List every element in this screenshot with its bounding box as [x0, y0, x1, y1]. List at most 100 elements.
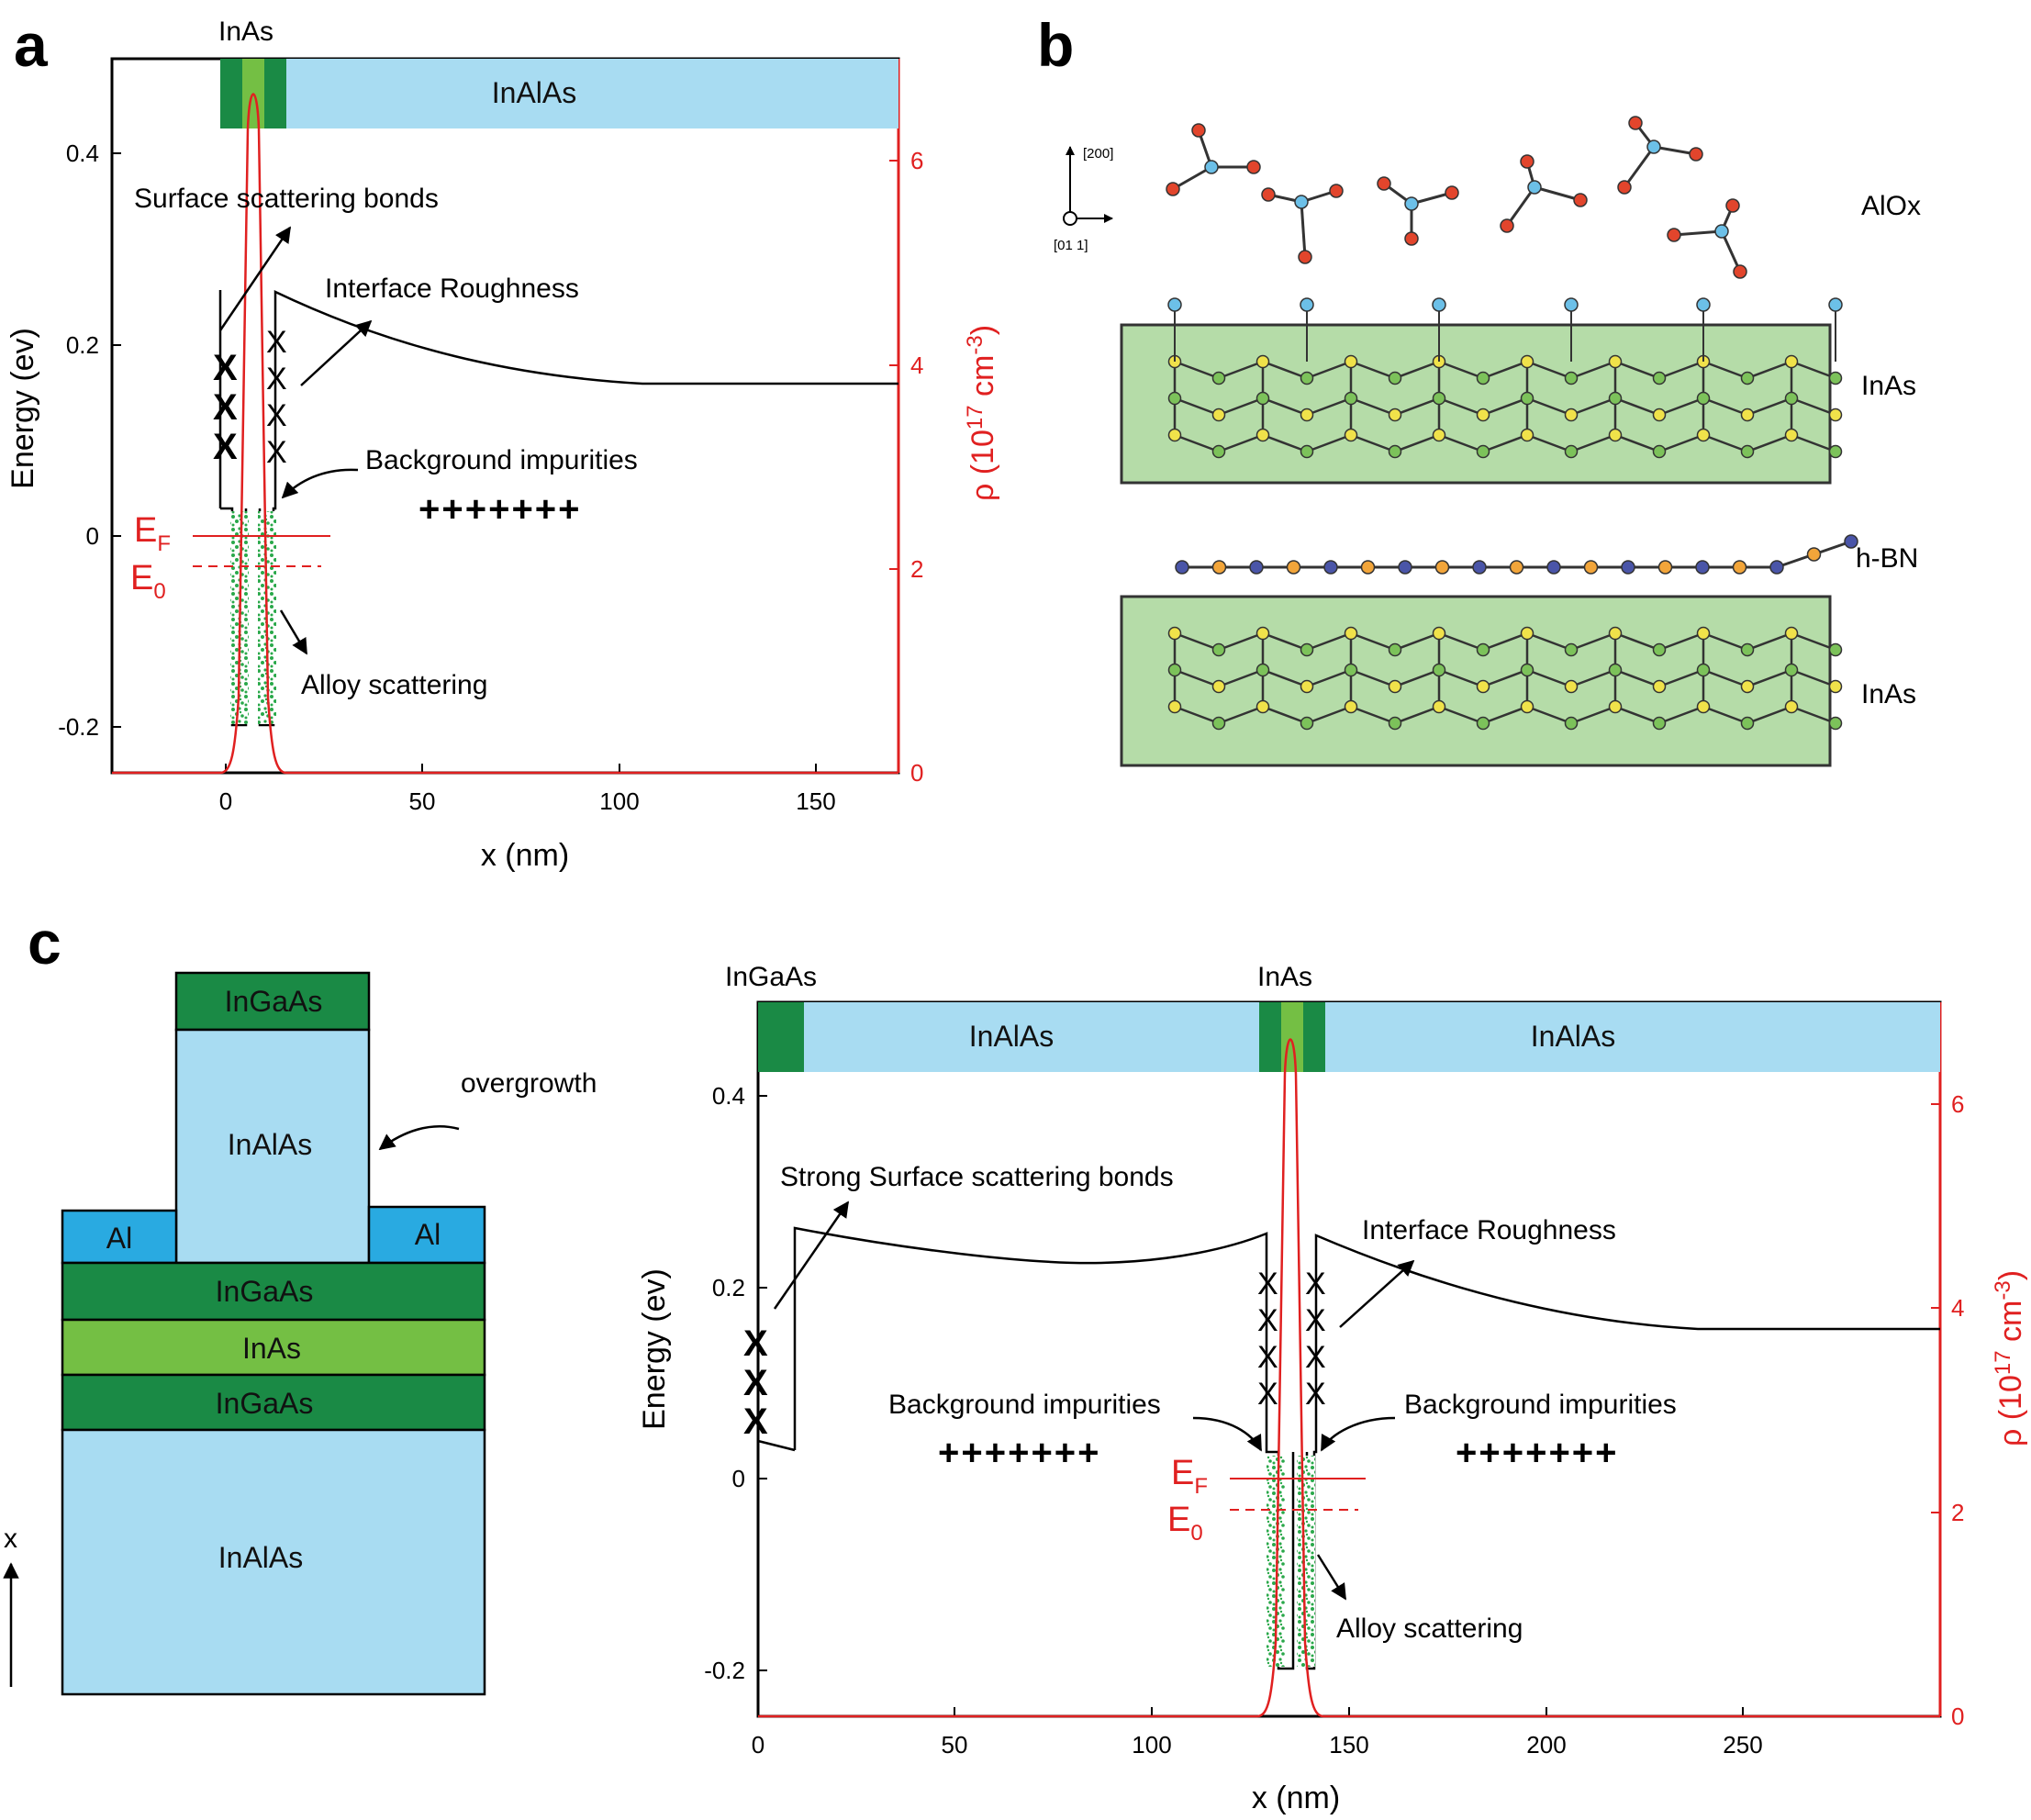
lattice-bond [1174, 433, 1220, 453]
lattice-bond [1570, 396, 1616, 417]
surface-scattering-label: Surface scattering bonds [134, 184, 439, 214]
xtick-label: 50 [942, 1731, 968, 1759]
lattice-atom [1608, 354, 1623, 369]
lattice-bond [1791, 668, 1836, 688]
oxygen-atom [1377, 176, 1391, 191]
ytick-label: -0.2 [58, 713, 99, 741]
hbn-atom [1806, 547, 1822, 562]
xtick-label: 150 [796, 787, 835, 815]
density-curve [758, 1038, 1940, 1718]
svg-text:X: X [213, 427, 238, 467]
inas-top-slab [1120, 323, 1832, 485]
lattice-atom [1520, 626, 1534, 641]
lattice-atom [1255, 663, 1270, 677]
x-ticks: 0 50 100 150 [219, 764, 836, 815]
lattice-bond [1614, 705, 1660, 725]
lattice-atom [1828, 444, 1843, 459]
lattice-atom [1432, 699, 1446, 714]
lattice-bond [1306, 668, 1352, 688]
lattice-bond [1350, 631, 1396, 652]
lattice-atom [1300, 444, 1314, 459]
inas-bottom-slab [1120, 595, 1832, 767]
hbn-atom [1509, 560, 1524, 575]
lattice-atom [1211, 408, 1226, 422]
lattice-bond [1262, 705, 1308, 725]
lattice-atom [1300, 679, 1314, 694]
lattice-atom [1784, 626, 1799, 641]
lattice-atom [1255, 391, 1270, 406]
impurity-plus-signs: +++++++ [418, 489, 582, 530]
lattice-atom [1740, 444, 1755, 459]
hbn-atom [1657, 560, 1673, 575]
band-edge-right [258, 290, 898, 727]
lattice-bond [1658, 396, 1704, 417]
x-axis-title: x (nm) [481, 838, 569, 873]
svg-text:X: X [1305, 1377, 1326, 1412]
oxygen-atom [1445, 185, 1459, 200]
hbn-label: h-BN [1856, 543, 1918, 574]
lattice-bond [1306, 433, 1352, 453]
lattice-atom [1255, 699, 1270, 714]
substrate-inalas [61, 1428, 486, 1696]
device-stack: InGaAs InAlAs Al Al InGaAs InAs InGaAs I… [3, 971, 597, 1696]
lattice-bond [1482, 433, 1528, 453]
lattice-atom [1300, 716, 1314, 731]
lattice-atom [1608, 391, 1623, 406]
y2tick-label: 0 [910, 759, 923, 787]
alox-bond [1534, 185, 1581, 202]
lattice-bond [1174, 396, 1220, 417]
layer1-label: InGaAs [216, 1275, 314, 1308]
layer3-label: InGaAs [216, 1387, 314, 1420]
oxygen-atom [1191, 123, 1206, 138]
svg-text:X: X [266, 362, 287, 396]
lattice-atom [1740, 371, 1755, 385]
lattice-bond [1746, 705, 1792, 725]
lattice-bond [1350, 396, 1396, 417]
lattice-bond [1614, 631, 1660, 652]
lattice-bond [1526, 396, 1572, 417]
xtick-label: 250 [1723, 1731, 1762, 1759]
ingaas-layer [758, 1002, 804, 1072]
alloy-arrow [1316, 1554, 1347, 1601]
xtick-label: 0 [752, 1731, 764, 1759]
lattice-bond [1262, 668, 1308, 688]
svg-text:X: X [743, 1363, 768, 1403]
lattice-bond [1438, 433, 1484, 453]
lattice-atom [1520, 354, 1534, 369]
fermi-level-label: EF [134, 511, 171, 556]
hbn-atom [1434, 560, 1450, 575]
ytick-label: 0.4 [66, 140, 99, 167]
interface-x-marks-right: X X X X [1305, 1267, 1326, 1412]
oxygen-atom [1246, 160, 1261, 174]
roughness-arrow [1339, 1259, 1415, 1328]
background-impurities-left-label: Background impurities [888, 1390, 1161, 1420]
surface-atom [1828, 297, 1843, 312]
lattice-bond [1306, 360, 1352, 380]
y-ticks-right: 6 4 2 0 [889, 147, 923, 787]
hbn-atom [1360, 560, 1376, 575]
oxygen-atom [1733, 264, 1747, 279]
lattice-bond [1262, 433, 1308, 453]
svg-text:X: X [1257, 1303, 1278, 1338]
lattice-atom [1828, 408, 1843, 422]
overgrowth-label: overgrowth [461, 1068, 597, 1099]
substrate-label: InAlAs [218, 1541, 303, 1574]
hbn-atom [1472, 560, 1487, 575]
svg-text:X: X [743, 1401, 768, 1442]
hbn-atom [1398, 560, 1412, 575]
lattice-atom [1828, 679, 1843, 694]
lattice-atom [1652, 371, 1667, 385]
lattice-atom [1344, 699, 1358, 714]
svg-text:X: X [213, 348, 238, 388]
lattice-bond [1218, 360, 1264, 380]
lattice-atom [1696, 626, 1711, 641]
oxygen-atom [1500, 218, 1514, 233]
lattice-atom [1344, 354, 1358, 369]
lattice-atom [1167, 626, 1182, 641]
lattice-bond [1791, 631, 1836, 652]
lattice-bond [1791, 433, 1836, 453]
lattice-atom [1740, 642, 1755, 657]
lattice-atom [1608, 626, 1623, 641]
oxygen-atom [1298, 250, 1312, 264]
impurities-arrow [281, 468, 359, 499]
